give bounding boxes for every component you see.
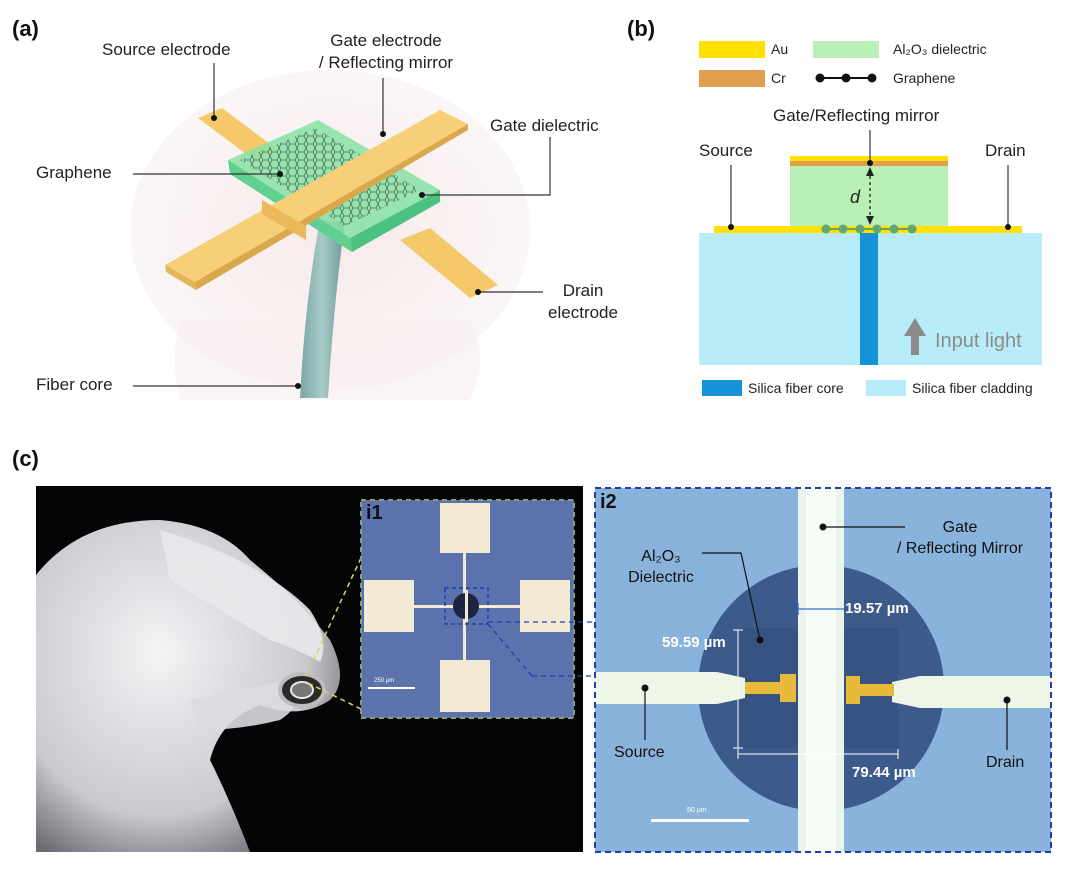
drain-finger [852, 684, 894, 696]
inset-i2-tag: i2 [600, 491, 617, 513]
dimension-gate-width: 19.57 µm [845, 600, 909, 617]
input-light-arrow-icon [904, 318, 926, 355]
label-graphene: Graphene [36, 163, 112, 182]
dimension-height: 59.59 µm [662, 634, 726, 651]
label-drain-line2: electrode [548, 303, 618, 322]
fiber-core [300, 220, 345, 398]
panel-a-illustration [130, 70, 530, 400]
label-fiber-core: Fiber core [36, 375, 113, 394]
inset-i2-scalebar-label: 50 µm [687, 807, 707, 814]
label-d: d [850, 187, 861, 207]
label-source-electrode: Source electrode [102, 40, 231, 59]
label-source: Source [699, 141, 753, 160]
panel-b-letter: (b) [627, 16, 656, 41]
inset-i2 [594, 487, 1052, 853]
gate-au-layer [790, 156, 948, 161]
label-i2-drain: Drain [986, 754, 1025, 771]
panel-c-letter: (c) [12, 446, 39, 471]
panel-a-letter: (a) [12, 16, 39, 41]
source-finger [745, 682, 790, 694]
label-gate-dielectric: Gate dielectric [490, 116, 599, 135]
legend-au-label: Au [771, 41, 789, 57]
fiber-core-section [860, 233, 878, 365]
label-gate-electrode: Gate electrode / Reflecting mirror [296, 30, 476, 74]
label-gate-electrode-line2: / Reflecting mirror [318, 53, 454, 72]
panel-a-leader-dots [211, 115, 481, 389]
inset-i1-scalebar-label: 250 µm [374, 678, 395, 684]
legend-core-swatch [702, 380, 742, 396]
legend-cladding-swatch [866, 380, 906, 396]
legend-cladding-label: Silica fiber cladding [912, 380, 1033, 396]
label-i2-gate: Gate / Reflecting Mirror [890, 517, 1030, 559]
panel-b-legend-top [699, 41, 879, 87]
source-pad [595, 672, 717, 704]
drain-electrode [400, 228, 498, 298]
label-i2-gate-line2: / Reflecting Mirror [896, 540, 1024, 557]
legend-au-swatch [699, 41, 765, 58]
drain-pad [920, 676, 1051, 708]
inset-i1-tag: i1 [366, 502, 383, 524]
label-i2-al2o3-line2: Dielectric [628, 569, 694, 586]
label-drain: Drain [985, 141, 1026, 160]
legend-dielectric-swatch [813, 41, 879, 58]
label-i2-al2o3-line1: Al₂O₃ [641, 548, 681, 565]
i2-scalebar [651, 819, 749, 822]
label-drain-electrode: Drain electrode [538, 280, 628, 324]
label-i2-source: Source [614, 744, 665, 761]
dimension-width: 79.44 µm [852, 764, 916, 781]
inset-i1 [360, 499, 575, 719]
panel-b-legend-bottom [702, 380, 906, 396]
graphene-dots [821, 224, 917, 234]
legend-cr-swatch [699, 70, 765, 87]
label-i2-al2o3: Al₂O₃ Dielectric [616, 546, 706, 588]
label-gate-reflecting-mirror: Gate/Reflecting mirror [773, 106, 940, 125]
gate-electrode [165, 110, 468, 282]
legend-graphene-label: Graphene [893, 70, 956, 86]
legend-cr-label: Cr [771, 70, 786, 86]
legend-core-label: Silica fiber core [748, 380, 844, 396]
label-input-light: Input light [935, 330, 1022, 352]
panel-a-leaders [133, 63, 551, 387]
panel-b-cross-section [699, 130, 1042, 365]
label-drain-line1: Drain [562, 281, 604, 300]
legend-dielectric-label: Al₂O₃ dielectric [893, 41, 987, 57]
label-i2-gate-line1: Gate [942, 519, 978, 536]
label-gate-electrode-line1: Gate electrode [330, 31, 442, 50]
i1-scalebar [368, 687, 415, 689]
